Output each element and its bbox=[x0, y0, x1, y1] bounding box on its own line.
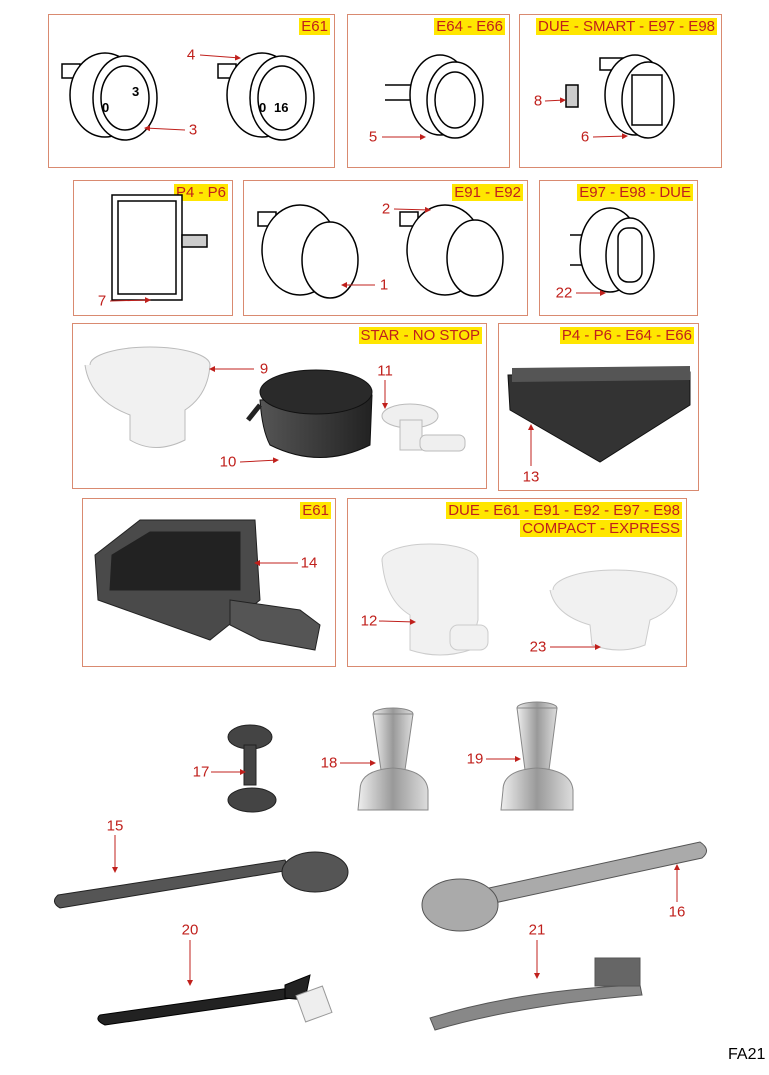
callout-4: 4 bbox=[186, 46, 196, 64]
panel-due-smart-gauge: DUE - SMART - E97 - E98 bbox=[519, 14, 722, 168]
callout-18: 18 bbox=[320, 754, 338, 772]
callout-1: 1 bbox=[379, 276, 389, 294]
callout-22: 22 bbox=[555, 284, 573, 302]
callout-8: 8 bbox=[533, 92, 543, 110]
callout-6: 6 bbox=[580, 128, 590, 146]
callout-10: 10 bbox=[219, 453, 237, 471]
tamper-19 bbox=[500, 701, 574, 811]
gauge-6 bbox=[599, 54, 675, 139]
gauge-label: 0 bbox=[102, 100, 109, 115]
panel-p4-p6-e64-e66-tray: P4 - P6 - E64 - E66 bbox=[498, 323, 699, 491]
panel-tag: E61 bbox=[300, 502, 331, 519]
callout-19: 19 bbox=[466, 750, 484, 768]
gauge-5 bbox=[385, 54, 484, 139]
gauge-label: 0 bbox=[259, 100, 266, 115]
panel-tag: P4 - P6 - E64 - E66 bbox=[559, 327, 694, 344]
valve-11 bbox=[381, 403, 466, 452]
gauge-2 bbox=[399, 204, 504, 297]
callout-14: 14 bbox=[300, 554, 318, 572]
panel-e91-e92-gauges: E91 - E92 bbox=[243, 180, 528, 316]
sheet-code: FA21 bbox=[728, 1046, 766, 1063]
scoop-15 bbox=[54, 851, 349, 909]
gauge-4 bbox=[217, 52, 315, 141]
cup-9 bbox=[84, 346, 211, 448]
gauge-label: 16 bbox=[274, 100, 288, 115]
cup-23 bbox=[549, 569, 678, 651]
tamper-18 bbox=[357, 707, 429, 811]
panel-tag: E61 bbox=[299, 18, 330, 35]
gauge-22 bbox=[570, 207, 655, 295]
panel-tag: P4 - P6 bbox=[173, 184, 228, 201]
tamper-17 bbox=[227, 724, 277, 813]
callout-21: 21 bbox=[528, 921, 546, 939]
callout-13: 13 bbox=[522, 468, 540, 486]
scoop-16 bbox=[421, 841, 707, 932]
gauge-3 bbox=[61, 52, 158, 141]
fitting-8 bbox=[565, 84, 579, 108]
panel-e61-gauges: E61 bbox=[48, 14, 335, 168]
panel-tag: E64 - E66 bbox=[434, 18, 505, 35]
gauge-1 bbox=[257, 204, 359, 299]
gauge-7 bbox=[111, 194, 208, 301]
callout-17: 17 bbox=[192, 763, 210, 781]
brush-21 bbox=[429, 957, 643, 1031]
callout-3: 3 bbox=[188, 121, 198, 139]
drip-14 bbox=[94, 519, 321, 651]
cup-12 bbox=[381, 543, 489, 656]
panel-star-no-stop: STAR - NO STOP bbox=[72, 323, 487, 489]
brush-20 bbox=[97, 974, 333, 1026]
panel-p4-p6-gauge: P4 - P6 bbox=[73, 180, 233, 316]
callout-7: 7 bbox=[97, 292, 107, 310]
panel-tag: DUE - SMART - E97 - E98 bbox=[536, 18, 717, 35]
panel-tag: E97 - E98 - DUE bbox=[577, 184, 693, 201]
callout-16: 16 bbox=[668, 903, 686, 921]
gauge-label: 3 bbox=[132, 84, 139, 99]
callout-5: 5 bbox=[368, 128, 378, 146]
callout-11: 11 bbox=[377, 362, 393, 380]
callout-2: 2 bbox=[381, 200, 391, 218]
panel-tag: STAR - NO STOP bbox=[358, 327, 482, 344]
panel-tag: DUE - E61 - E91 - E92 - E97 - E98 bbox=[446, 502, 682, 519]
cup-10 bbox=[246, 369, 373, 458]
panel-e64-e66-gauge: E64 - E66 bbox=[347, 14, 510, 168]
callout-9: 9 bbox=[259, 360, 269, 378]
callout-15: 15 bbox=[106, 817, 124, 835]
callout-20: 20 bbox=[181, 921, 199, 939]
callout-arrows bbox=[109, 54, 680, 986]
panel-e97-e98-due-gauge: E97 - E98 - DUE bbox=[539, 180, 698, 316]
panel-tag: E91 - E92 bbox=[452, 184, 523, 201]
callout-23: 23 bbox=[529, 638, 547, 656]
tray-13 bbox=[507, 366, 691, 463]
callout-12: 12 bbox=[360, 612, 378, 630]
panel-tag: COMPACT - EXPRESS bbox=[520, 520, 682, 537]
panel-e61-drip: E61 bbox=[82, 498, 336, 667]
